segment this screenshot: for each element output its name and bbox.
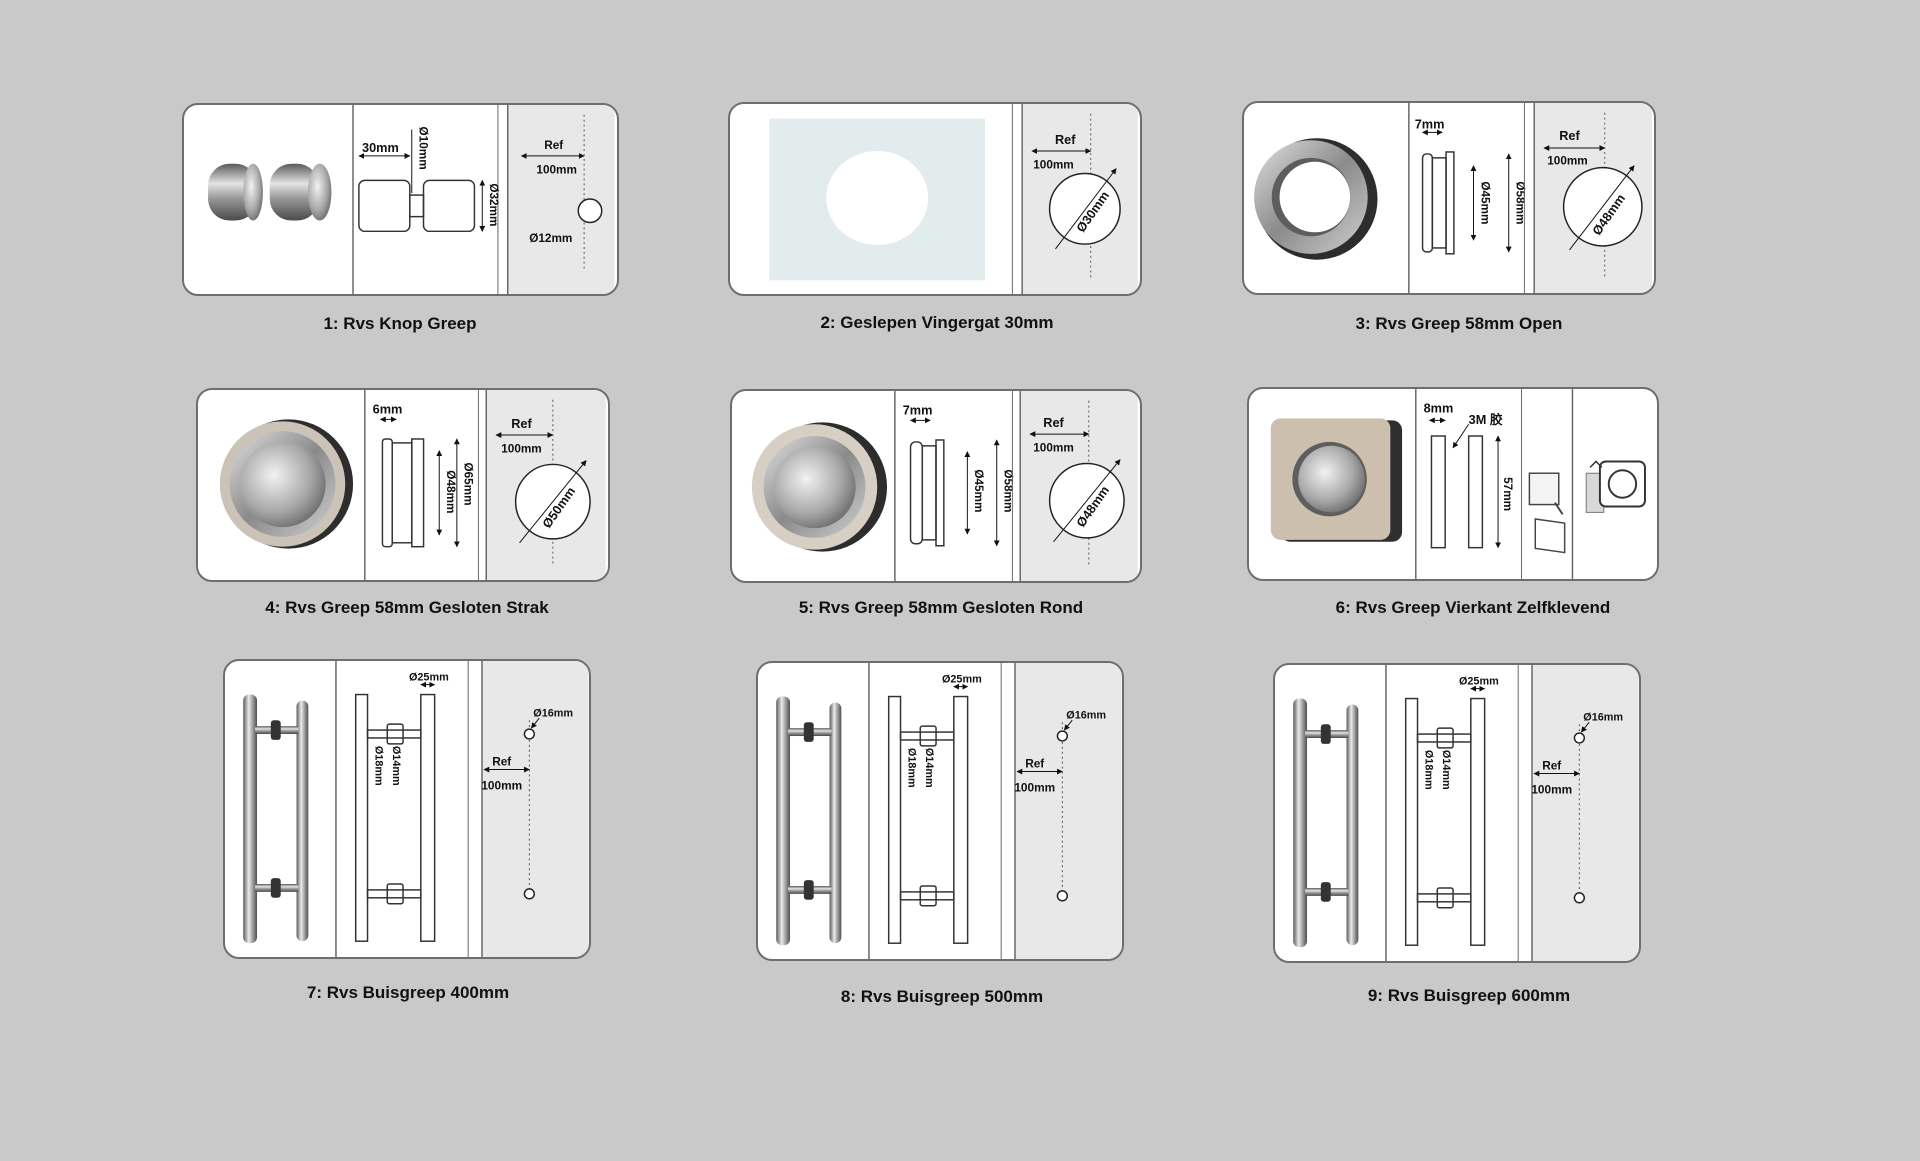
product-card-7: Ø25mm Ø18mm Ø14mm Ref 100mm Ø16mm <box>223 659 591 959</box>
product-caption-3: 3: Rvs Greep 58mm Open <box>1355 314 1563 333</box>
ref-distance: 100mm <box>481 778 522 792</box>
ref-distance: 100mm <box>1014 780 1055 794</box>
hole-circle-bottom <box>1056 890 1069 902</box>
product-caption-4: 4: Rvs Greep 58mm Gesloten Strak <box>265 598 549 617</box>
leg-dim: Ø18mm <box>1422 750 1434 790</box>
product-card-2: Ref 100mm Ø30mm <box>728 102 1142 296</box>
outer-dim: Ø65mm <box>462 462 475 505</box>
hole-circle-bottom <box>523 888 536 900</box>
pin-dim: Ø14mm <box>923 748 935 788</box>
ref-label: Ref <box>1055 132 1076 147</box>
product-caption-2: 2: Geslepen Vingergat 30mm <box>820 313 1054 332</box>
open-handle-product-icon <box>1254 138 1378 260</box>
leg-dim: Ø18mm <box>372 746 384 786</box>
hole-dim: Ø16mm <box>1066 709 1106 721</box>
product-caption-9: 9: Rvs Buisgreep 600mm <box>1367 986 1571 1005</box>
square-adhesive-handle-product-icon <box>1270 418 1403 542</box>
product-card-3: 7mm Ø45mm Ø58mm Ref 100mm Ø48mm <box>1242 101 1656 295</box>
ref-label: Ref <box>1043 415 1064 430</box>
square-handle-drawing-icon <box>1430 435 1484 549</box>
hole-circle-top <box>523 728 536 740</box>
mounted-handle-icon <box>1585 460 1646 513</box>
ref-distance: 100mm <box>1531 782 1572 796</box>
product-caption-8: 8: Rvs Buisgreep 500mm <box>840 987 1044 1006</box>
ref-label: Ref <box>1559 128 1580 143</box>
ref-label: Ref <box>492 755 511 769</box>
product-card-9: Ø25mm Ø18mm Ø14mm Ref 100mm Ø16mm <box>1273 663 1641 963</box>
finger-hole-icon <box>826 151 929 246</box>
diameter-dim: Ø32mm <box>487 183 500 226</box>
hole-circle <box>1048 172 1121 245</box>
tube-handle-product-icon <box>243 694 309 944</box>
inner-dim: Ø48mm <box>444 470 457 513</box>
hole-circle-top <box>1573 732 1586 744</box>
pin-dim: Ø14mm <box>1440 750 1452 790</box>
open-handle-drawing-icon <box>1421 151 1455 255</box>
thickness-dim: 8mm <box>1424 401 1454 416</box>
product-caption-6: 6: Rvs Greep Vierkant Zelfklevend <box>1335 598 1611 617</box>
closed-round-handle-product-icon <box>751 422 888 552</box>
closed-handle-drawing-icon <box>381 438 425 548</box>
tube-handle-product-icon <box>776 696 842 946</box>
product-card-5: 7mm Ø45mm Ø58mm Ref 100mm Ø48mm <box>730 389 1142 583</box>
tube-handle-drawing-icon <box>354 693 436 942</box>
knob-drawing-icon <box>358 179 476 233</box>
ref-distance: 100mm <box>536 164 577 177</box>
hole-dim: Ø16mm <box>1583 711 1623 723</box>
tube-handle-product-icon <box>1293 698 1359 948</box>
hole-circle-top <box>1056 730 1069 742</box>
knob-product-icon <box>208 163 332 221</box>
hole-circle-bottom <box>1573 892 1586 904</box>
product-caption-7: 7: Rvs Buisgreep 400mm <box>306 983 510 1002</box>
outer-dim: Ø58mm <box>1002 469 1015 512</box>
tube-handle-drawing-icon <box>887 695 969 944</box>
ref-label: Ref <box>544 139 563 152</box>
closed-handle-drawing-icon <box>909 439 945 547</box>
thickness-dim: 7mm <box>1415 116 1445 131</box>
leg-dim: Ø18mm <box>905 748 917 788</box>
hole-dim: Ø12mm <box>529 232 572 245</box>
ref-distance: 100mm <box>1033 159 1074 172</box>
product-caption-5: 5: Rvs Greep 58mm Gesloten Rond <box>798 598 1084 617</box>
ref-label: Ref <box>1025 757 1044 771</box>
ref-distance: 100mm <box>1547 155 1588 168</box>
outer-dim: Ø58mm <box>1514 181 1527 224</box>
tube-dim: Ø25mm <box>942 674 982 686</box>
inner-dim: Ø45mm <box>1478 181 1491 224</box>
height-dim: 57mm <box>1501 477 1514 511</box>
mounting-step-icon <box>1528 472 1566 554</box>
tube-handle-drawing-icon <box>1404 697 1486 946</box>
pin-dim: Ø14mm <box>390 746 402 786</box>
tube-dim: Ø25mm <box>1459 676 1499 688</box>
product-card-8: Ø25mm Ø18mm Ø14mm Ref 100mm Ø16mm <box>756 661 1124 961</box>
ref-label: Ref <box>1542 759 1561 773</box>
ref-distance: 100mm <box>1033 442 1074 455</box>
closed-flat-handle-product-icon <box>219 419 354 549</box>
ref-distance: 100mm <box>501 443 542 456</box>
hole-dim: Ø16mm <box>533 707 573 719</box>
product-caption-1: 1: Rvs Knop Greep <box>323 314 477 333</box>
ref-label: Ref <box>511 416 532 431</box>
hole-circle <box>577 198 603 224</box>
product-card-4: 6mm Ø65mm Ø48mm Ref 100mm Ø50mm <box>196 388 610 582</box>
tube-dim: Ø25mm <box>409 672 449 684</box>
product-card-1: 30mm Ø10mm Ø32mm Ref 100mm Ø12mm <box>182 103 619 296</box>
inner-dim: Ø45mm <box>972 469 985 512</box>
thickness-dim: 7mm <box>903 403 933 418</box>
thickness-dim: 6mm <box>373 402 403 417</box>
tape-dim: 3M 胶 <box>1469 412 1503 427</box>
width-dim: 30mm <box>362 140 399 155</box>
product-card-6: 8mm 3M 胶 57mm <box>1247 387 1659 581</box>
shaft-dim: Ø10mm <box>417 127 430 170</box>
